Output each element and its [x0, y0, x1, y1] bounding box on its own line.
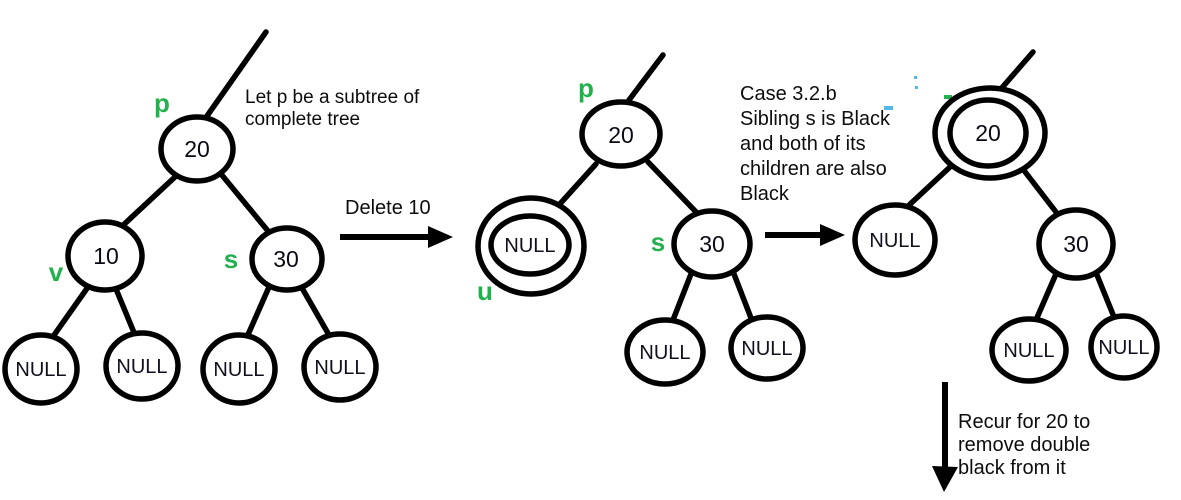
node-value-30: 30: [1063, 231, 1089, 257]
tree-step-3: 20 30 NULL NULL NULL: [852, 49, 1160, 384]
edge-30-null2: [1094, 272, 1117, 320]
red-node-circle-30: [1036, 207, 1116, 281]
node-value-30: 30: [699, 231, 725, 257]
edge-20-null: [904, 164, 953, 210]
edge-20-30: [218, 171, 271, 234]
edge-20-30: [1016, 161, 1059, 215]
edge-20-10: [116, 173, 179, 232]
null-label: NULL: [504, 235, 555, 257]
stray-mark: [915, 86, 918, 89]
node-circle-30: [249, 225, 325, 293]
null-label: NULL: [15, 359, 66, 381]
case-transition-arrow: [765, 224, 845, 246]
node-circle-10: [65, 219, 145, 293]
null-node-circle: [728, 314, 806, 382]
pointer-label-s: s: [651, 227, 665, 257]
delete-transition-arrow: Delete 10: [340, 197, 453, 248]
case-note-line3: and both of its: [740, 133, 866, 155]
case-note-line4: children are also: [740, 158, 887, 180]
null-node-circle: [1088, 313, 1160, 381]
parent-edge: [204, 29, 269, 119]
node-circle-20: [579, 99, 663, 169]
pointer-label-s: s: [224, 244, 238, 274]
pointer-label-u: u: [477, 276, 493, 306]
subtree-note-line2: complete tree: [245, 109, 360, 130]
arrow-head-right: [820, 224, 845, 246]
delete-label: Delete 10: [345, 197, 431, 219]
null-node-circle: [2, 332, 80, 406]
null-label: NULL: [314, 357, 365, 379]
edge-30-null4: [299, 285, 332, 338]
double-black-inner-circle: [947, 97, 1029, 169]
double-black-inner-circle: [488, 213, 572, 277]
node-circle-20: [158, 114, 236, 184]
null-node-circle: [624, 317, 706, 387]
arrow-head-down: [932, 466, 958, 492]
recur-note-line2: remove double: [958, 434, 1090, 456]
edge-30-null1: [670, 271, 694, 323]
recur-note-line3: black from it: [958, 457, 1066, 479]
null-node-circle: [200, 332, 278, 406]
stray-mark: [914, 76, 917, 79]
tree-step-1: 20 10 30 NULL NULL NULL NULL p v s Let p…: [2, 29, 420, 406]
node-value-20: 20: [975, 120, 1001, 146]
node-value-10: 10: [93, 243, 119, 269]
stray-mark: [944, 95, 952, 99]
null-label: NULL: [213, 359, 264, 381]
node-value-20: 20: [608, 122, 634, 148]
edge-30-null1: [1033, 271, 1059, 323]
null-node-circle: [989, 316, 1069, 384]
edge-10-null1: [49, 284, 91, 341]
edge-20-30: [645, 159, 701, 217]
node-value-20: 20: [184, 136, 210, 162]
arrow-head-right: [428, 226, 453, 248]
pointer-label-v: v: [49, 257, 64, 287]
tree-step-2: 20 30 NULL NULL NULL p u s: [475, 52, 806, 387]
null-label: NULL: [639, 342, 690, 364]
edge-10-null2: [113, 286, 138, 338]
pointer-label-p: p: [154, 88, 170, 118]
case-note-line5: Black: [740, 183, 790, 205]
null-node-circle: [852, 202, 938, 278]
null-label: NULL: [1003, 340, 1054, 362]
edge-30-null2: [731, 271, 754, 321]
case-note: Case 3.2.b Sibling s is Black and both o…: [740, 83, 891, 205]
pointer-label-p: p: [578, 73, 594, 103]
null-node-circle: [301, 331, 379, 403]
case-note-line1: Case 3.2.b: [740, 83, 837, 105]
null-node-circle: [103, 330, 181, 402]
null-label: NULL: [869, 230, 920, 252]
edge-30-null3: [244, 284, 272, 340]
subtree-note-line1: Let p be a subtree of: [245, 87, 420, 108]
recur-note-line1: Recur for 20 to: [958, 411, 1090, 433]
null-label: NULL: [1098, 337, 1149, 359]
null-label: NULL: [741, 338, 792, 360]
node-value-30: 30: [273, 246, 299, 272]
parent-edge: [623, 52, 666, 107]
node-circle-30: [671, 208, 753, 280]
null-label: NULL: [116, 356, 167, 378]
stray-mark: [884, 106, 893, 110]
case-note-line2: Sibling s is Black: [740, 108, 891, 130]
recur-arrow: Recur for 20 to remove double black from…: [932, 382, 1090, 492]
